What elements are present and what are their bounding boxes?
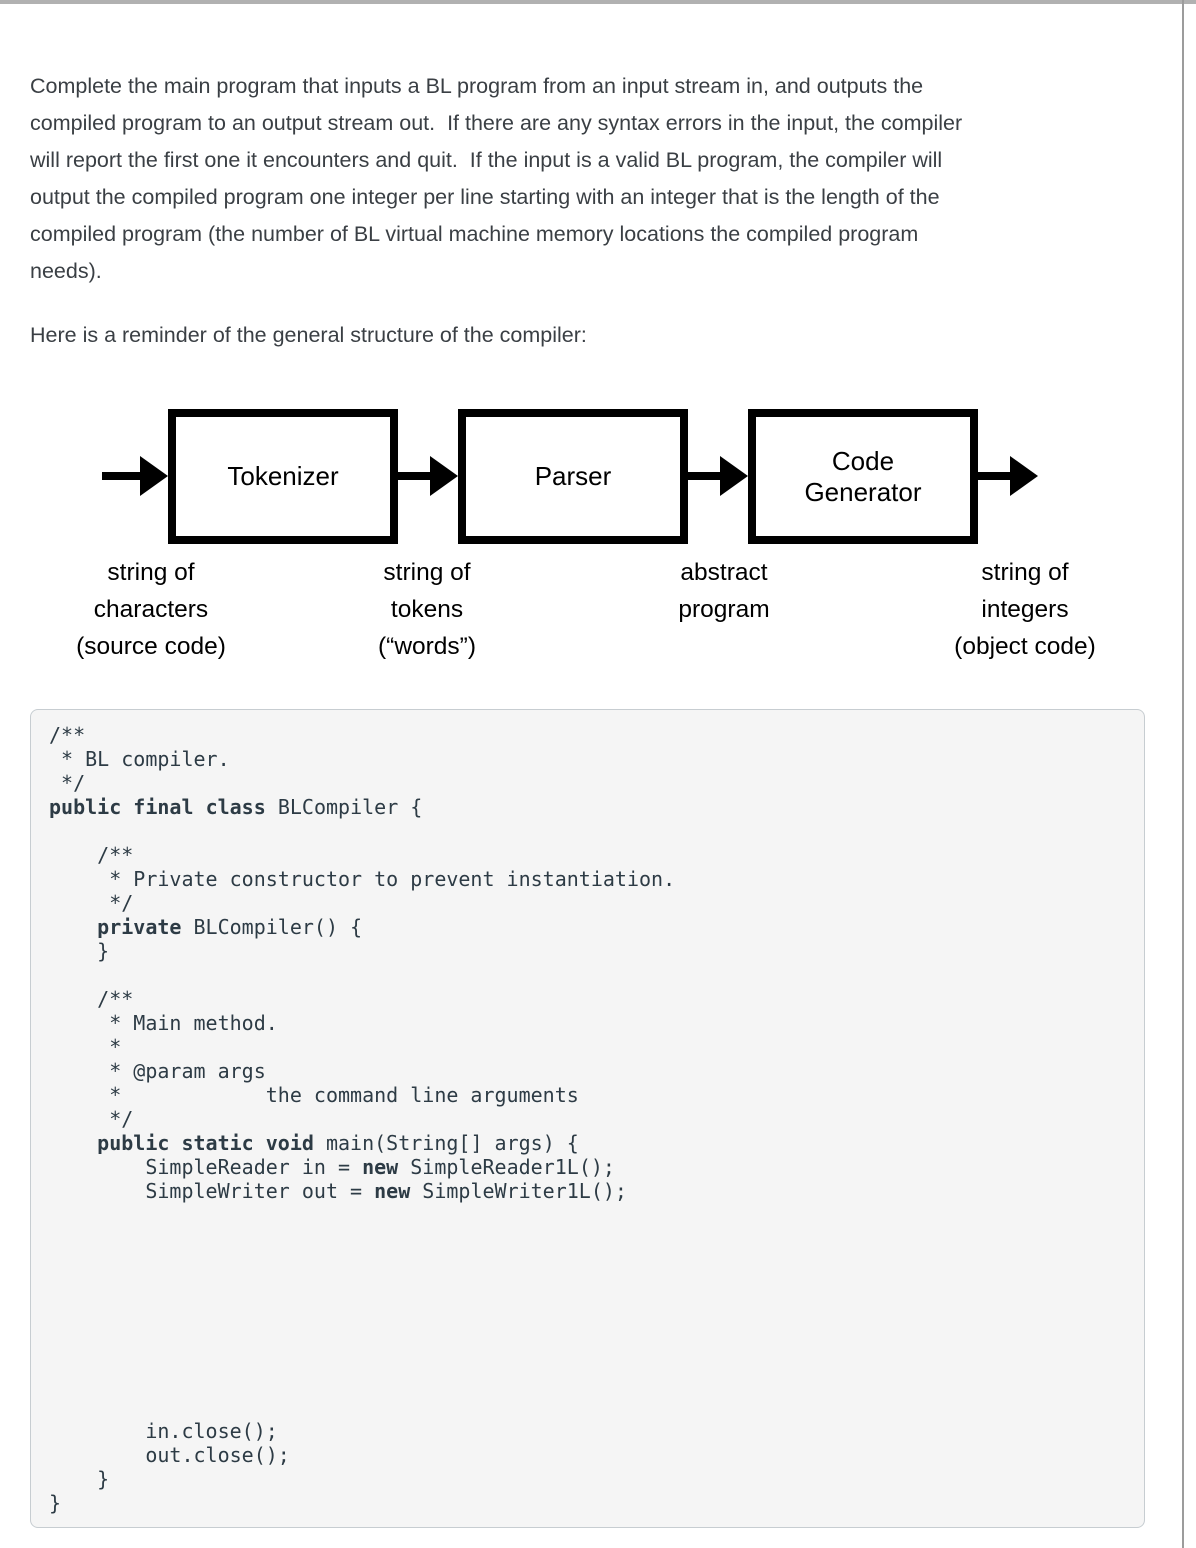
code-line: * xyxy=(49,1035,122,1059)
arrow-head-icon xyxy=(1010,456,1038,496)
diagram-intro-text: Here is a reminder of the general struct… xyxy=(30,323,587,347)
code-line: in.close(); xyxy=(49,1419,278,1443)
arrow-head-icon xyxy=(430,456,458,496)
code-line xyxy=(49,1227,1126,1251)
question-paragraph: Complete the main program that inputs a … xyxy=(30,74,963,283)
caption-source-code: string of characters (source code) xyxy=(76,559,226,660)
code-line: * BL compiler. xyxy=(49,747,230,771)
code-line xyxy=(49,1371,1126,1395)
window-right-border xyxy=(1182,0,1184,1548)
code-line: * the command line arguments xyxy=(49,1083,579,1107)
code-line: private BLCompiler() { xyxy=(97,915,363,939)
arrow-head-icon xyxy=(720,456,748,496)
code-line: /** xyxy=(49,987,134,1011)
parser-box: Parser xyxy=(458,409,688,544)
code-line: * @param args xyxy=(49,1059,266,1083)
code-line: */ xyxy=(49,891,134,915)
code-line xyxy=(49,819,1126,843)
code-line: } xyxy=(49,1467,110,1491)
code-line xyxy=(49,1203,1126,1227)
code-line: SimpleWriter out = new SimpleWriter1L(); xyxy=(49,1179,627,1203)
code-line: } xyxy=(49,939,110,963)
code-line xyxy=(49,1299,1126,1323)
code-generator-box-label: Code Generator xyxy=(804,445,922,507)
code-line xyxy=(49,1251,1126,1275)
code-line xyxy=(49,1275,1126,1299)
code-line xyxy=(49,1323,1126,1347)
caption-tokens: string of tokens (“words”) xyxy=(378,559,476,660)
arrow-shaft xyxy=(978,472,1012,480)
code-line xyxy=(49,1395,1126,1419)
code-line: */ xyxy=(49,1107,134,1131)
code-line: SimpleReader in = new SimpleReader1L(); xyxy=(49,1155,615,1179)
code-line: /** xyxy=(49,723,86,747)
caption-abstract-program: abstract program xyxy=(678,559,770,623)
code-line: */ xyxy=(49,771,86,795)
code-generator-box: Code Generator xyxy=(748,409,978,544)
code-line xyxy=(49,1347,1126,1371)
code-line: * Private constructor to prevent instant… xyxy=(49,867,676,891)
code-line xyxy=(49,963,1126,987)
code-line: public final class BLCompiler { xyxy=(49,795,423,819)
arrow-shaft xyxy=(102,472,142,480)
compiler-structure-diagram: Tokenizer Parser Code Generator string o… xyxy=(30,364,1155,676)
arrow-head-icon xyxy=(140,456,168,496)
parser-box-label: Parser xyxy=(534,461,612,491)
tokenizer-box: Tokenizer xyxy=(168,409,398,544)
arrow-shaft xyxy=(398,472,432,480)
caption-object-code: string of integers (object code) xyxy=(954,559,1096,660)
code-line: out.close(); xyxy=(49,1443,290,1467)
code-line: } xyxy=(49,1491,62,1515)
code-line: * Main method. xyxy=(49,1011,278,1035)
tokenizer-box-label: Tokenizer xyxy=(227,461,339,491)
code-block: /** * BL compiler. */public final class … xyxy=(30,709,1145,1528)
window-top-border xyxy=(0,0,1196,4)
code-line: public static void main(String[] args) { xyxy=(97,1131,579,1155)
arrow-shaft xyxy=(688,472,722,480)
code-line: /** xyxy=(49,843,134,867)
